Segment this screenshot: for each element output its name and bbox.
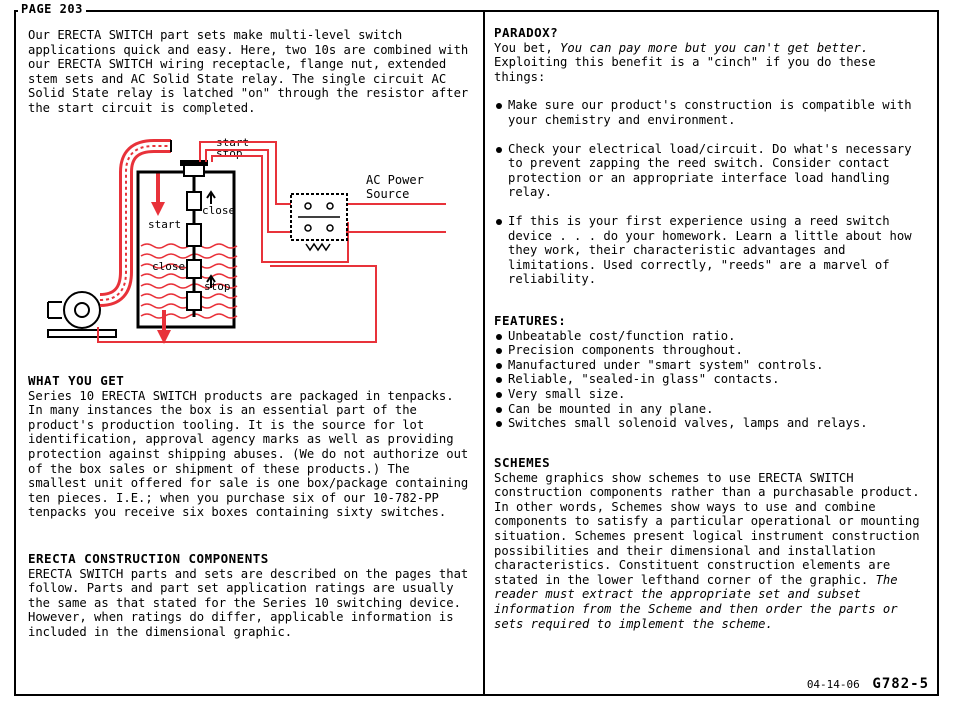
footer-code: G782-5 [872, 676, 929, 692]
what-you-get-heading: WHAT YOU GET [28, 373, 125, 388]
features-section: FEATURES: Unbeatable cost/function ratio… [494, 313, 924, 431]
tank [136, 160, 238, 344]
schemes-italic-tail: The reader must extract the appropriate … [494, 572, 898, 631]
list-item: Precision components throughout. [494, 343, 924, 358]
pump-icon [47, 291, 117, 338]
list-item: Switches small solenoid valves, lamps an… [494, 416, 924, 431]
schemes-body: Scheme graphics show schemes to use EREC… [494, 470, 920, 587]
paradox-bullets: Make sure our product's construction is … [494, 98, 924, 287]
schemes-heading: SCHEMES [494, 455, 551, 470]
list-item: Very small size. [494, 387, 924, 402]
list-item: If this is your first experience using a… [494, 214, 924, 287]
diagram-label-stop-inner: stop [204, 280, 231, 293]
construction-heading: ERECTA CONSTRUCTION COMPONENTS [28, 551, 269, 566]
page-frame [14, 10, 939, 696]
paradox-lead-paragraph: You bet, You can pay more but you can't … [494, 41, 924, 85]
schemes-section: SCHEMES Scheme graphics show schemes to … [494, 455, 924, 632]
diagram-label-ac-power: AC Power [366, 173, 424, 187]
what-you-get-section: WHAT YOU GET Series 10 ERECTA SWITCH pro… [28, 373, 474, 520]
footer: 04-14-06 G782-5 [807, 676, 929, 692]
what-you-get-body: Series 10 ERECTA SWITCH products are pac… [28, 388, 469, 520]
intro-text: Our ERECTA SWITCH part sets make multi-l… [28, 28, 469, 115]
diagram-label-start-inner: start [148, 218, 181, 231]
column-divider [483, 10, 485, 696]
diagram-label-source: Source [366, 187, 409, 201]
diagram-label-stop-top: stop [216, 147, 243, 160]
intro-section: Our ERECTA SWITCH part sets make multi-l… [28, 28, 474, 116]
multi-level-switch-diagram: start stop start close close stop AC Pow… [47, 136, 446, 344]
diagram-label-close-top: close [202, 204, 235, 217]
list-item: Reliable, "sealed-in glass" contacts. [494, 372, 924, 387]
features-heading: FEATURES: [494, 313, 567, 328]
schemes-paragraph: Scheme graphics show schemes to use EREC… [494, 471, 924, 632]
construction-section: ERECTA CONSTRUCTION COMPONENTS ERECTA SW… [28, 551, 474, 640]
list-item: Unbeatable cost/function ratio. [494, 329, 924, 344]
paradox-lead-italic: You can pay more but you can't get bette… [560, 40, 869, 55]
wiring [97, 141, 446, 343]
page-label: PAGE 203 [18, 2, 86, 16]
list-item: Manufactured under "smart system" contro… [494, 358, 924, 373]
construction-body: ERECTA SWITCH parts and sets are describ… [28, 566, 469, 639]
footer-date: 04-14-06 [806, 678, 860, 691]
list-item: Make sure our product's construction is … [494, 98, 924, 127]
diagram-label-close-bottom: close [152, 260, 185, 273]
list-item: Check your electrical load/circuit. Do w… [494, 142, 924, 200]
features-list: Unbeatable cost/function ratio. Precisio… [494, 329, 924, 431]
pipe-icon [99, 139, 172, 307]
list-item: Can be mounted in any plane. [494, 402, 924, 417]
paradox-heading: PARADOX? [494, 25, 559, 40]
paradox-section: PARADOX? You bet, You can pay more but y… [494, 25, 924, 301]
paradox-lead: You bet, [494, 40, 553, 55]
ac-solid-state-relay [290, 193, 348, 252]
paradox-lead-tail: Exploiting this benefit is a "cinch" if … [494, 55, 876, 84]
